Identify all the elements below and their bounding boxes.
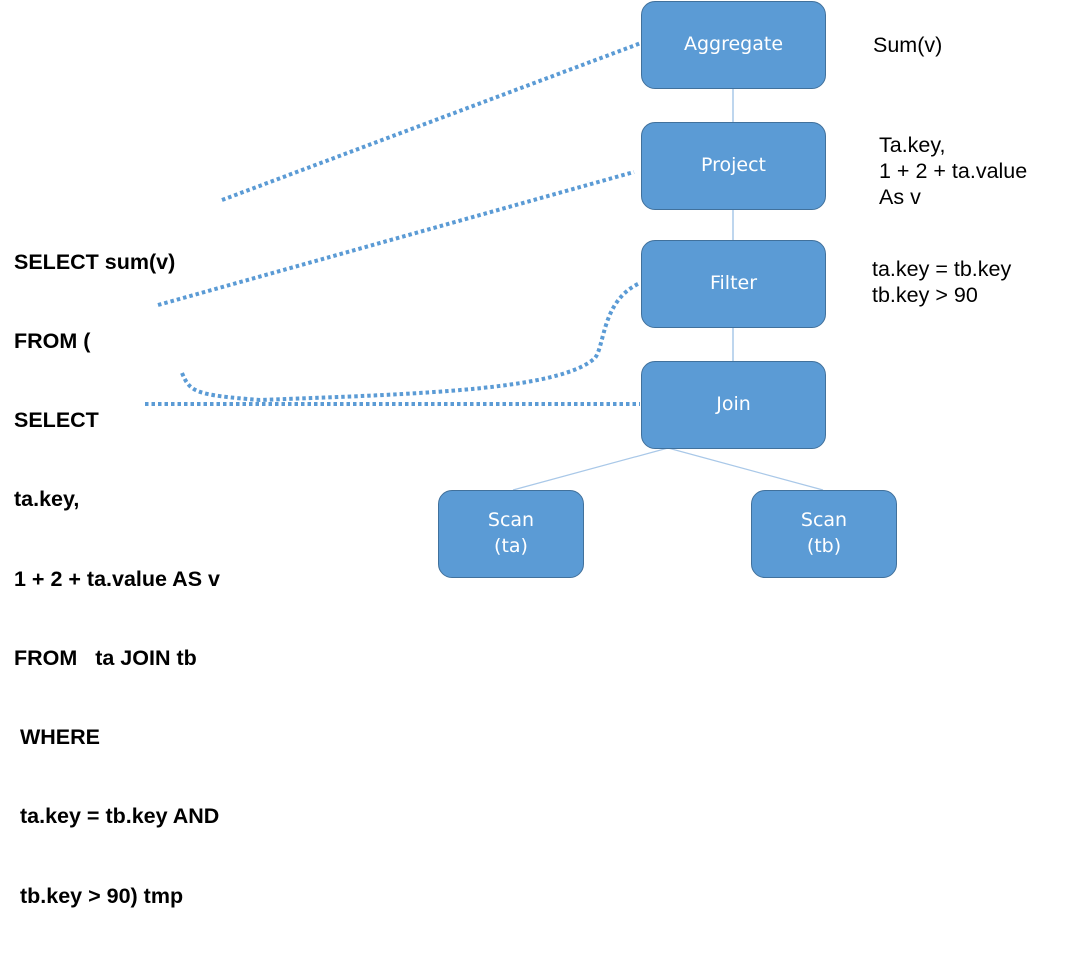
node-project: Project [641, 122, 826, 210]
annotation-project: Ta.key, 1 + 2 + ta.value As v [879, 133, 1028, 209]
link-project-to-project [157, 170, 635, 307]
sql-line: FROM ta JOIN tb [14, 645, 197, 670]
node-scan-ta: Scan (ta) [438, 490, 584, 578]
query-plan-diagram: SELECT sum(v) FROM ( SELECT ta.key, 1 + … [14, 1, 1028, 908]
annotation-aggregate: Sum(v) [873, 33, 943, 57]
link-select-to-aggregate [221, 41, 642, 202]
sql-line: tb.key > 90) tmp [14, 883, 184, 908]
sql-line: SELECT sum(v) [14, 249, 176, 274]
sql-line: FROM ( [14, 329, 91, 354]
edge-join-scan-ta [512, 447, 669, 491]
link-join-to-filter [180, 281, 641, 403]
sql-query-text: SELECT sum(v) FROM ( SELECT ta.key, 1 + … [14, 196, 220, 962]
sql-line: SELECT [14, 408, 99, 433]
node-filter: Filter [641, 240, 826, 328]
edge-join-scan-tb [667, 447, 824, 491]
annotation-filter: ta.key = tb.key tb.key > 90 [872, 257, 1012, 307]
sql-line: ta.key = tb.key AND [14, 804, 220, 829]
node-aggregate: Aggregate [641, 1, 826, 89]
node-scan-tb: Scan (tb) [751, 490, 897, 578]
node-join: Join [641, 361, 826, 449]
connector-layer [145, 41, 824, 491]
sql-line: 1 + 2 + ta.value AS v [14, 566, 220, 591]
sql-line: ta.key, [14, 487, 80, 512]
sql-line: WHERE [14, 725, 100, 750]
